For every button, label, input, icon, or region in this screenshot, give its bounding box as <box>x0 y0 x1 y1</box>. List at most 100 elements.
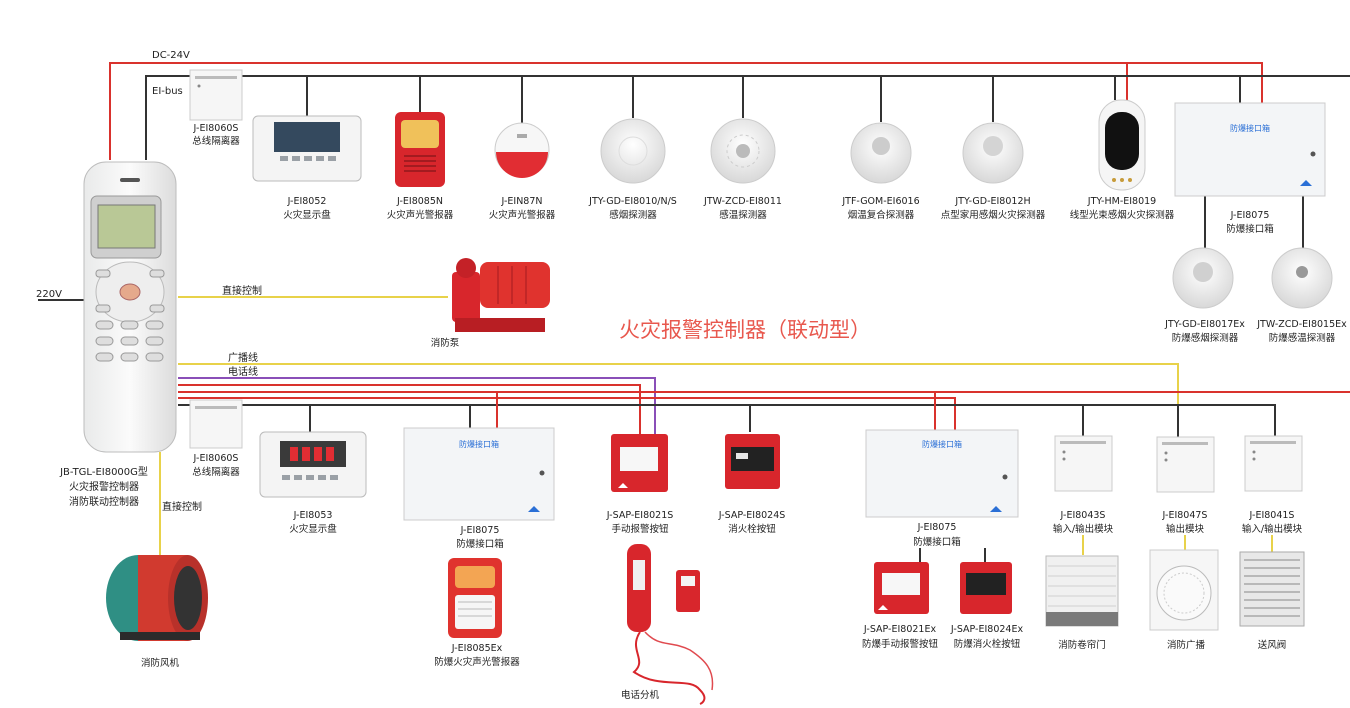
eibus-label: EI-bus <box>152 86 183 97</box>
direct-control-top-label: 直接控制 <box>222 284 262 297</box>
dev-bot-3-model: J-EI8085Ex <box>451 643 503 654</box>
dev-top-8-model: JTY-HM-EI8019 <box>1087 196 1156 207</box>
dev-bot-2-model: J-EI8075 <box>460 525 500 536</box>
direct-control-bottom-label: 直接控制 <box>162 500 202 513</box>
isolator-bottom <box>189 399 243 449</box>
module-8047s <box>1156 436 1215 493</box>
wires <box>38 62 1350 562</box>
dev-top-0-model: J-EI8060S <box>193 123 239 134</box>
dev-bot-0-model: J-EI8060S <box>193 453 239 464</box>
phone-label: 电话线 <box>228 365 258 378</box>
endpoint-2-name: 送风阀 <box>1258 639 1287 651</box>
dev-bot-6-model: J-EI8075 <box>917 522 957 533</box>
dev-bot-4-model: J-SAP-EI8021S <box>606 510 674 521</box>
controller <box>83 161 177 453</box>
ex-box-top-label: 防爆接口箱 <box>1230 123 1270 133</box>
dev-top-10-model: JTY-GD-EI8017Ex <box>1164 319 1245 330</box>
rolling-shutter-door <box>1045 555 1119 627</box>
heat-detector-8011 <box>710 118 776 184</box>
dev-top-7-name: 点型家用感烟火灾探测器 <box>941 209 1046 221</box>
endpoint-0-name: 消防卷帘门 <box>1058 639 1106 651</box>
strobe-alarm-ein87n <box>494 122 550 178</box>
bottom-bus-line-2 <box>178 397 956 430</box>
dev-bot-10-name: 输出模块 <box>1166 523 1205 535</box>
controller-name1: 火灾报警控制器 <box>69 480 139 493</box>
bottom-power-line-1 <box>178 384 641 437</box>
dev-top-9-name: 防爆接口箱 <box>1226 223 1274 235</box>
dev-top-2-name: 火灾声光警报器 <box>387 209 454 221</box>
dev-bot-4-name: 手动报警按钮 <box>611 523 669 535</box>
ex-strobe-8085ex <box>448 558 502 638</box>
dev-bot-1-model: J-EI8053 <box>293 510 333 521</box>
dev-top-1-name: 火灾显示盘 <box>283 209 331 221</box>
ex-box-bottom-right-label: 防爆接口箱 <box>922 439 962 449</box>
controller-name2: 消防联动控制器 <box>69 495 139 508</box>
ex-box-top: 防爆接口箱 <box>1174 102 1326 197</box>
dev-top-10-name: 防爆感烟探测器 <box>1172 332 1239 344</box>
dev-bot-11-name: 输入/输出模块 <box>1242 523 1303 535</box>
bottom-bus-drops <box>309 392 1179 437</box>
broadcast-line <box>178 363 1179 437</box>
dev-top-4-name: 感烟探测器 <box>609 209 657 221</box>
endpoint-1-name: 消防广播 <box>1167 639 1206 651</box>
ex-box-bottom-right: 防爆接口箱 <box>865 429 1019 518</box>
fire-pump <box>452 258 550 332</box>
dev-bot-9-name: 输入/输出模块 <box>1053 523 1114 535</box>
dev-bot-0-name: 总线隔离器 <box>192 466 240 478</box>
module-8041s <box>1244 435 1303 492</box>
fire-fan <box>106 555 208 641</box>
dev-top-1-model: J-EI8052 <box>287 196 327 207</box>
dev-bot-7-model: J-SAP-EI8021Ex <box>863 624 937 635</box>
combo-detector-6016 <box>850 122 912 184</box>
dev-bot-8-model: J-SAP-EI8024Ex <box>950 624 1024 635</box>
ex-manual-call-point <box>874 562 929 614</box>
dev-top-5-name: 感温探测器 <box>719 209 767 221</box>
dev-bot-1-name: 火灾显示盘 <box>289 523 337 535</box>
dev-top-5-model: JTW-ZCD-EI8011 <box>703 196 782 207</box>
dev-top-4-model: JTY-GD-EI8010/N/S <box>588 196 677 207</box>
home-smoke-detector-8012h <box>962 122 1024 184</box>
dev-top-3-model: J-EIN87N <box>501 196 543 207</box>
beam-detector-8019 <box>1098 99 1146 191</box>
dev-top-11-name: 防爆感温探测器 <box>1269 332 1336 344</box>
dev-bot-9-model: J-EI8043S <box>1060 510 1106 521</box>
display-panel-8053 <box>259 431 367 498</box>
dev-bot-7-name: 防爆手动报警按钮 <box>862 638 939 650</box>
dev-bot-11-model: J-EI8041S <box>1249 510 1295 521</box>
dev-bot-5-name: 消火栓按钮 <box>728 523 776 535</box>
dev-bot-2-name: 防爆接口箱 <box>456 538 504 550</box>
dev-top-2-model: J-EI8085N <box>396 196 443 207</box>
ex-box-bottom-left: 防爆接口箱 <box>403 427 555 521</box>
strobe-alarm-8085n <box>395 112 445 187</box>
broadcast-speaker <box>1149 549 1219 631</box>
phone-handset <box>627 544 714 705</box>
eibus-line <box>145 75 1350 160</box>
dev-bot-5-model: J-SAP-EI8024S <box>718 510 786 521</box>
dev-bot-6-name: 防爆接口箱 <box>913 536 961 548</box>
dev-bot-3-name: 防爆火灾声光警报器 <box>434 656 520 668</box>
dev-top-7-model: JTY-GD-EI8012H <box>954 196 1030 207</box>
controller-model: JB-TGL-EI8000G型 <box>59 465 148 478</box>
dev-top-8-name: 线型光束感烟火灾探测器 <box>1070 209 1175 221</box>
v220-label: 220V <box>36 289 62 300</box>
box-sub-links <box>919 548 986 562</box>
eibus-drops <box>306 76 1304 250</box>
diagram-title: 火灾报警控制器（联动型） <box>619 318 871 342</box>
dev-top-3-name: 火灾声光警报器 <box>489 209 556 221</box>
bottom-black-bus <box>178 404 1276 436</box>
dev-top-11-model: JTW-ZCD-EI8015Ex <box>1256 319 1347 330</box>
phone-handset-name: 电话分机 <box>621 689 660 701</box>
dc24v-line <box>109 62 1263 160</box>
ex-box-bottom-left-label: 防爆接口箱 <box>459 439 499 449</box>
ex-hydrant-button <box>960 562 1012 614</box>
dev-top-6-model: JTF-GOM-EI6016 <box>841 196 919 207</box>
broadcast-label: 广播线 <box>228 351 258 364</box>
ex-heat-detector <box>1271 247 1333 309</box>
manual-call-point-8021s <box>611 434 668 492</box>
phone-line <box>178 377 656 437</box>
smoke-detector-8010 <box>600 118 666 184</box>
ex-smoke-detector <box>1172 247 1234 309</box>
module-8043s <box>1054 435 1113 492</box>
